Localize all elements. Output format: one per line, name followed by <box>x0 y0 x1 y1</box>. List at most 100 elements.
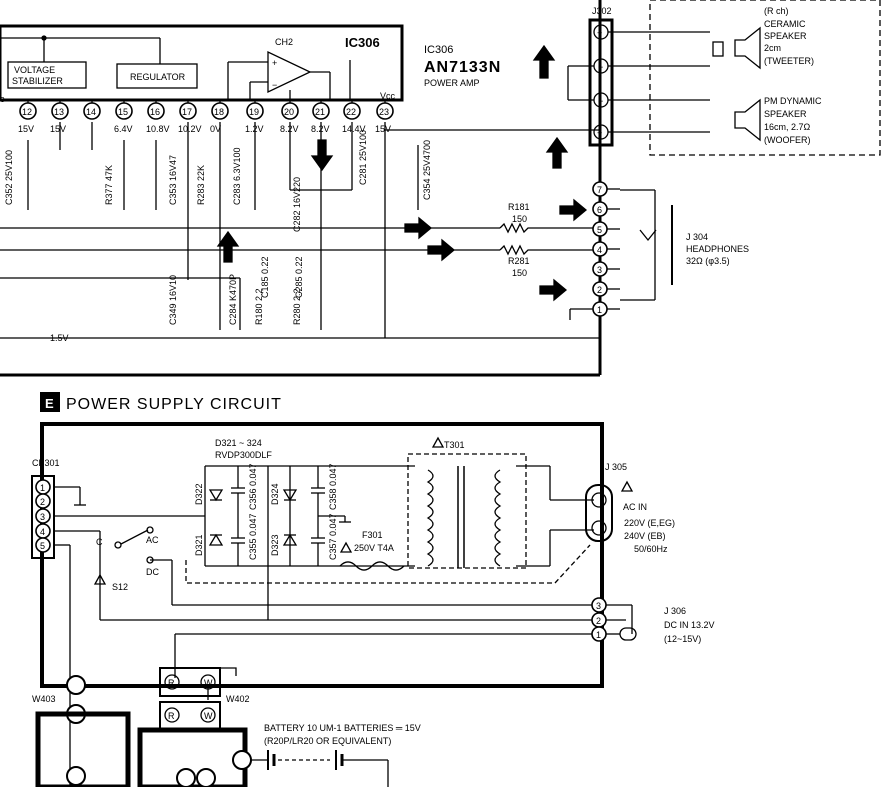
w403-label: W403 <box>32 694 56 704</box>
j306-pins: 321 <box>591 597 607 642</box>
j305-label: J 305 <box>605 462 627 472</box>
amp-component-c281: C281 25V100 <box>358 130 368 185</box>
tweeter-label-1: CERAMIC <box>764 19 806 29</box>
amp-component-c283: C283 6.3V100 <box>232 147 242 205</box>
signal-arrow-7 <box>532 44 556 79</box>
woofer-icon <box>734 98 761 142</box>
transformer-label: T301 <box>444 440 465 450</box>
svg-text:+: + <box>597 128 602 138</box>
ic-pin-number: 21 <box>315 107 325 117</box>
w402-label: W402 <box>226 694 250 704</box>
r281-val: 150 <box>512 268 527 278</box>
ic-pin-number: 19 <box>249 107 259 117</box>
svg-text:+: + <box>272 58 277 68</box>
ic-pin-number: 13 <box>54 107 64 117</box>
signal-arrow-3 <box>559 198 588 222</box>
amp-component-r377: R377 47K <box>104 165 114 205</box>
mains-2: 240V (EB) <box>624 531 666 541</box>
j305-ac-inlet <box>585 484 613 542</box>
mains-3: 50/60Hz <box>634 544 668 554</box>
cp301-label: CP301 <box>32 458 60 468</box>
headphone-pin-number: 3 <box>597 265 602 275</box>
ic-pin-number: 17 <box>182 107 192 117</box>
ic-pin-number: 14 <box>86 107 96 117</box>
voltage-stabilizer-label-1: VOLTAGE <box>14 65 55 75</box>
dc-range: (12~15V) <box>664 634 701 644</box>
headphone-pin-number: 1 <box>597 305 602 315</box>
j306-pin-number: 2 <box>596 616 601 626</box>
rch-label: (R ch) <box>764 6 789 16</box>
j302-connector <box>588 18 614 147</box>
fuse-rating: 250V T4A <box>354 543 394 553</box>
svg-text:−: − <box>272 80 277 90</box>
ch2-label: CH2 <box>275 37 293 47</box>
cp301-connector <box>31 475 55 559</box>
ic-pin-13 <box>51 102 69 120</box>
r181-ref: R181 <box>508 202 530 212</box>
amp-component-c353: C353 16V47 <box>168 155 178 205</box>
power-component-label: D323 <box>270 534 280 556</box>
power-component-label: C357 0.047 <box>328 513 338 560</box>
cp301-pin-number: 5 <box>40 541 45 551</box>
power-board-outline <box>40 422 604 688</box>
regulator-box <box>116 63 198 89</box>
ic-pin-voltage: 15V <box>18 124 34 134</box>
amp-component-c354: C354 25V4700 <box>422 140 432 200</box>
amp-component-c349: C349 16V10 <box>168 275 178 325</box>
ic-pin-voltage: 10.8V <box>146 124 170 134</box>
ic-desc-id: IC306 <box>424 44 453 56</box>
headphones-label: HEADPHONES <box>686 244 749 254</box>
terminal-w2: W <box>204 711 213 721</box>
signal-arrow-1 <box>404 216 433 240</box>
amp-component-c285: C285 0.22 <box>294 256 304 298</box>
voltage-stabilizer-box <box>7 61 87 89</box>
w402-block-top <box>159 667 221 697</box>
ac-in-label: AC IN <box>623 502 647 512</box>
amp-component-r180: R180 2.2 <box>254 288 264 325</box>
power-component-label: D321 <box>194 534 204 556</box>
ic-pin-voltage: 8.2V <box>311 124 330 134</box>
battery-box-w403 <box>35 711 131 787</box>
ic-pin-22 <box>343 102 361 120</box>
power-component-label: D324 <box>270 483 280 505</box>
ic-pin-23 <box>376 102 394 120</box>
cp301-pin-number: 1 <box>40 483 45 493</box>
tweeter-label-4: (TWEETER) <box>764 56 814 66</box>
ic-pin-voltage: 10.2V <box>178 124 202 134</box>
signal-arrow-5 <box>310 139 334 172</box>
section-badge <box>40 392 60 412</box>
power-component-label: C358 0.047 <box>328 463 338 510</box>
terminal-r1: R <box>168 678 175 688</box>
speaker-enclosure <box>649 0 881 156</box>
tweeter-cap <box>712 41 724 57</box>
ic-pin-20 <box>281 102 299 120</box>
headphone-pin-number: 2 <box>597 285 602 295</box>
ic-pin-number: 12 <box>22 107 32 117</box>
ic-pin-17 <box>179 102 197 120</box>
battery-label-2: (R20P/LR20 OR EQUIVALENT) <box>264 736 391 746</box>
mains-1: 220V (E,EG) <box>624 518 675 528</box>
fuse-f301 <box>339 561 405 571</box>
ic-pin-12 <box>19 102 37 120</box>
j302-label: J302 <box>592 6 612 16</box>
svg-text:−: − <box>598 62 603 72</box>
cp301-pin-number: 3 <box>40 512 45 522</box>
ic-pin-number: 16 <box>150 107 160 117</box>
amp-component-c185: C185 0.22 <box>260 256 270 298</box>
power-component-label: C355 0.047 <box>248 513 258 560</box>
j306-pin-number: 3 <box>596 601 601 611</box>
amp-component-r283: R283 22K <box>196 165 206 205</box>
headphone-pin-number: 5 <box>597 225 602 235</box>
r181-val: 150 <box>512 214 527 224</box>
terminal-r2: R <box>168 711 175 721</box>
switch-s12-label: S12 <box>112 582 128 592</box>
headphone-pin-number: 6 <box>597 205 602 215</box>
ic-pin-voltage: 14.4V <box>342 124 366 134</box>
cp301-pin-2 <box>35 493 51 509</box>
signal-arrow-4 <box>539 278 568 302</box>
ic-pin-14 <box>83 102 101 120</box>
